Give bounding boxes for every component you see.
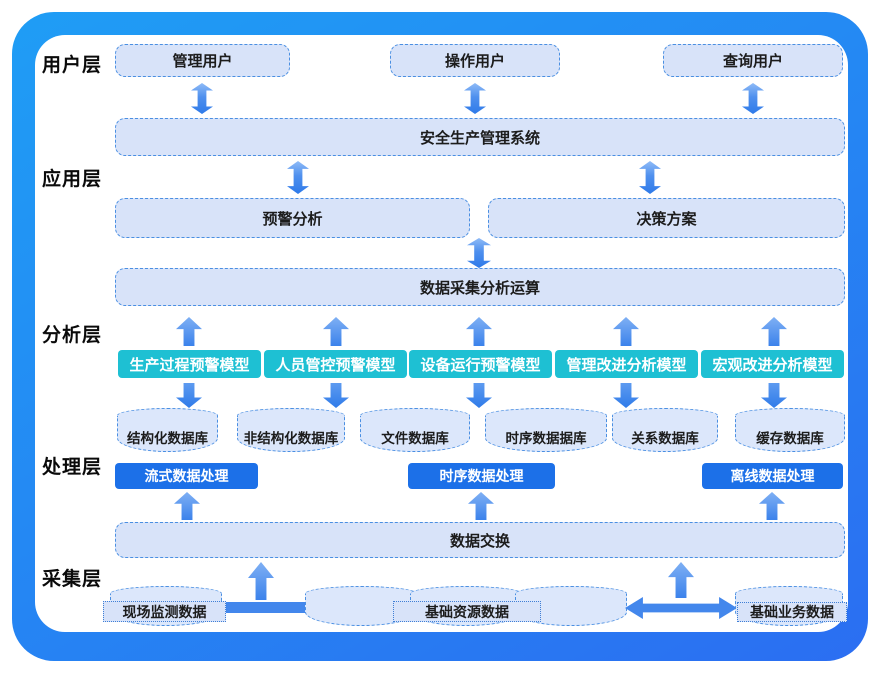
database-cylinder-timeseries: 时序数据据库 <box>485 408 607 452</box>
decision-plan-box: 决策方案 <box>488 198 845 238</box>
source-label-business: 基础业务数据 <box>737 602 847 622</box>
data-exchange-box: 数据交换 <box>115 522 845 558</box>
layer-label-application: 应用层 <box>42 169 103 190</box>
database-cylinder-file: 文件数据库 <box>360 408 470 452</box>
layer-label-collection: 采集层 <box>42 569 103 590</box>
source-label-resource: 基础资源数据 <box>393 601 541 622</box>
model-box-production: 生产过程预警模型 <box>118 350 261 378</box>
model-box-equipment: 设备运行预警模型 <box>409 350 552 378</box>
connector-bar <box>226 602 306 613</box>
layer-label-user: 用户层 <box>42 55 103 76</box>
data-compute-box: 数据采集分析运算 <box>115 268 845 306</box>
processor-box-timeseries: 时序数据处理 <box>408 463 555 489</box>
database-cylinder-structured: 结构化数据库 <box>117 408 218 452</box>
database-cylinder-cache: 缓存数据库 <box>735 408 845 452</box>
user-box-operate: 操作用户 <box>390 44 560 77</box>
model-box-management: 管理改进分析模型 <box>555 350 698 378</box>
layer-label-analysis: 分析层 <box>42 325 103 346</box>
source-cylinder-resource <box>515 586 627 626</box>
processor-box-offline: 离线数据处理 <box>702 463 843 489</box>
database-cylinder-relational: 关系数据库 <box>612 408 718 452</box>
layer-label-processing: 处理层 <box>42 457 103 478</box>
processor-box-stream: 流式数据处理 <box>115 463 258 489</box>
warning-analysis-box: 预警分析 <box>115 198 470 238</box>
database-cylinder-unstructured: 非结构化数据库 <box>237 408 345 452</box>
system-box: 安全生产管理系统 <box>115 118 845 156</box>
user-box-query: 查询用户 <box>663 44 843 77</box>
user-box-manage: 管理用户 <box>115 44 290 77</box>
source-label-monitoring: 现场监测数据 <box>103 601 226 622</box>
model-box-personnel: 人员管控预警模型 <box>264 350 407 378</box>
model-box-macro: 宏观改进分析模型 <box>701 350 844 378</box>
